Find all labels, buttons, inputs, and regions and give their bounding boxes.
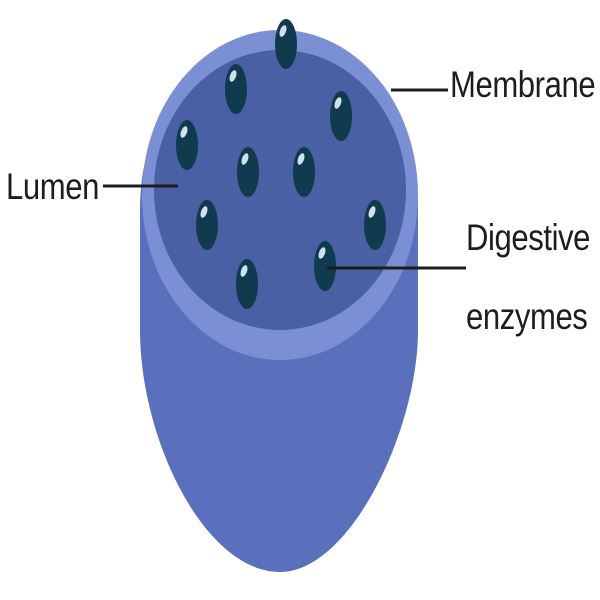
enzyme-2 bbox=[225, 64, 247, 114]
digestive-enzymes-label-line1: Digestive bbox=[466, 217, 591, 258]
enzyme-6 bbox=[293, 147, 315, 197]
enzyme-7 bbox=[196, 200, 218, 250]
enzyme-3 bbox=[330, 91, 352, 141]
enzyme-5 bbox=[237, 147, 259, 197]
enzyme-group bbox=[176, 19, 386, 309]
enzyme-8 bbox=[364, 200, 386, 250]
enzyme-4 bbox=[176, 120, 198, 170]
lumen-label: Lumen bbox=[6, 166, 99, 207]
enzyme-1 bbox=[275, 19, 297, 69]
membrane-label: Membrane bbox=[450, 64, 596, 105]
digestive-enzymes-label-line2: enzymes bbox=[466, 296, 588, 337]
enzyme-10 bbox=[236, 259, 258, 309]
enzyme-9 bbox=[314, 241, 336, 291]
lumen-region bbox=[154, 50, 406, 330]
